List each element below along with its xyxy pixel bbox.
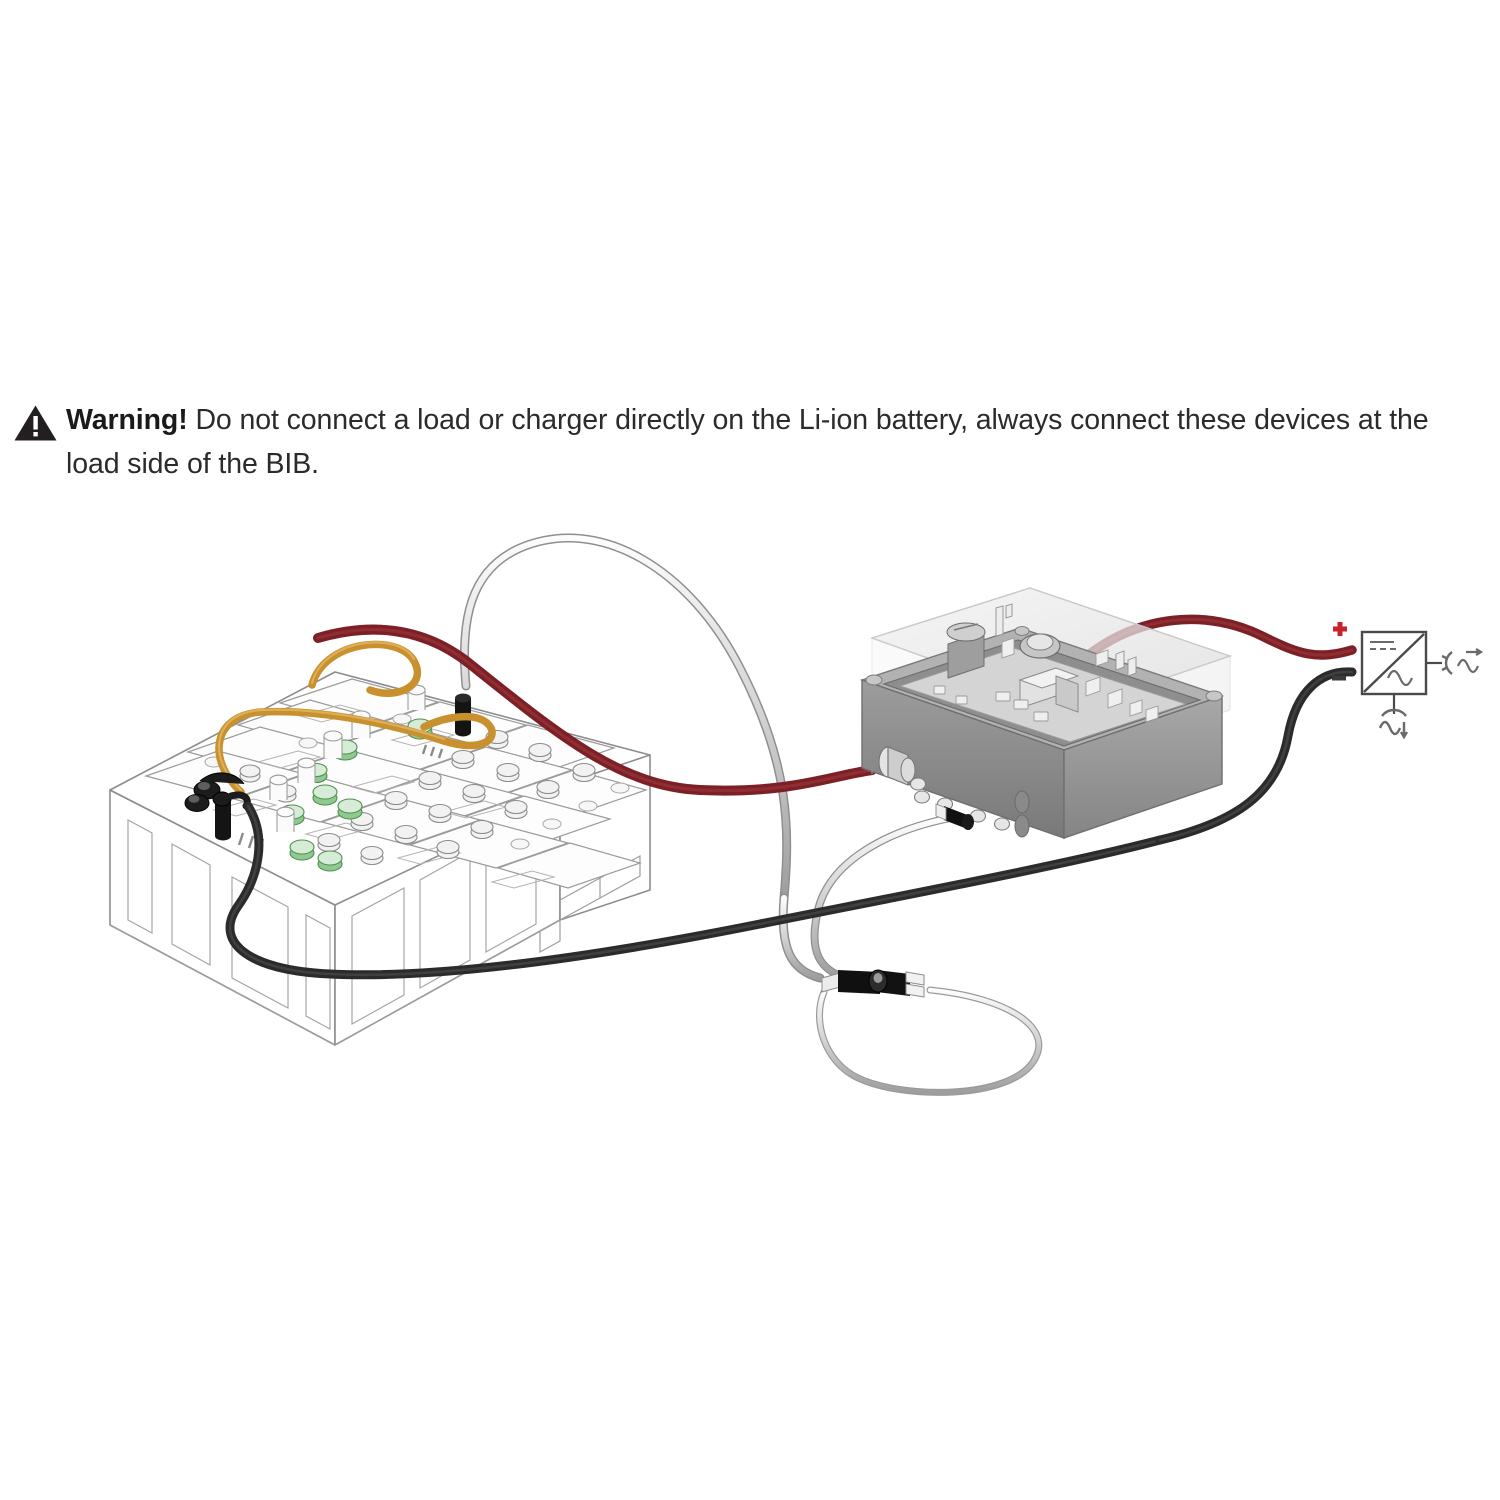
warning-body-text: Do not connect a load or charger directl… (66, 404, 1429, 480)
sense-cable (459, 533, 792, 903)
ac-wave-right-icon (1456, 648, 1484, 674)
ac-earth-icon (1378, 708, 1409, 740)
dc-dashed-lines-icon (1370, 641, 1396, 650)
ac-plug-icon (1441, 651, 1453, 675)
positive-cable (313, 624, 877, 796)
balancer-cable-highlights (217, 641, 446, 792)
inverter (1332, 622, 1484, 740)
bib-front-connectors (909, 777, 1011, 831)
bib-components (933, 637, 1159, 723)
bib-coil (1019, 633, 1061, 659)
warning-banner: Warning! Do not connect a load or charge… (14, 398, 1444, 486)
wiring-diagram (0, 500, 1500, 1120)
bib-unit (859, 587, 1233, 839)
bib-pin-headers (995, 603, 1137, 677)
bib-sense-connector (935, 803, 974, 830)
negative-cable (225, 801, 1165, 980)
inverter-diagonal (1363, 633, 1425, 693)
inverter-positive-terminal (1333, 622, 1347, 636)
battery-terminal-posts (204, 713, 630, 866)
sense-cable-lower (778, 893, 825, 983)
bib-front-indicators (1014, 790, 1030, 838)
warning-text: Warning! Do not connect a load or charge… (66, 398, 1444, 486)
ac-sine-wave-icon (1386, 669, 1414, 687)
sense-cable-loop (815, 986, 1043, 1096)
warning-lead-label: Warning! (66, 404, 188, 436)
inline-connector (821, 969, 925, 998)
bib-capacitor (946, 622, 986, 679)
bib-pcb (898, 603, 1188, 743)
bib-sense-cable (810, 814, 954, 982)
bib-corner-screws (865, 626, 1223, 702)
battery-pack (109, 640, 651, 1046)
warning-triangle-icon (14, 398, 66, 447)
balancer-cables (215, 640, 496, 796)
bib-transformer (1018, 667, 1080, 713)
negative-cable-to-inverter (1155, 667, 1357, 845)
bib-cable-gland (871, 746, 916, 786)
